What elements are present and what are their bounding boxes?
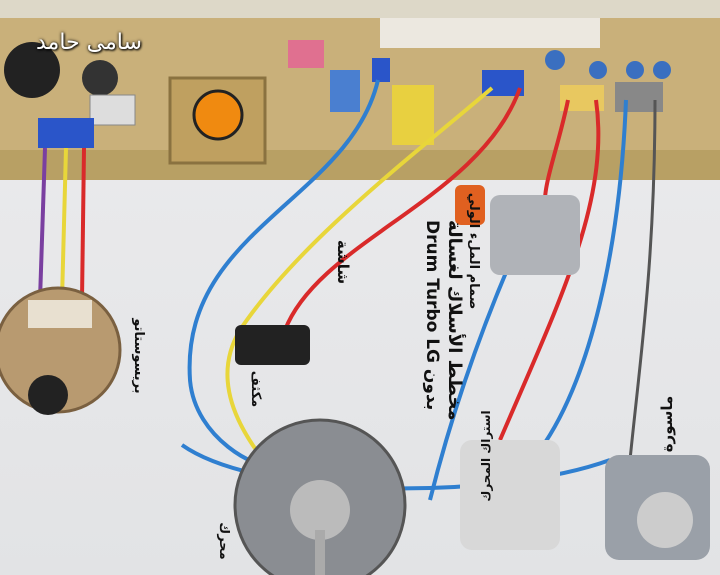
buzzer-2 — [82, 60, 118, 96]
board-frame — [0, 0, 720, 18]
wire-gray-pump — [628, 99, 657, 461]
blue-relay — [330, 70, 360, 112]
title-line-3: شاشة — [334, 239, 352, 285]
buzzer — [4, 42, 60, 98]
wire-blue-brake — [538, 99, 628, 452]
label-pressure-switch: بريسوستاتو — [131, 318, 146, 394]
wire-red-capacitor — [283, 87, 522, 331]
drain-pump-outlet — [637, 492, 693, 548]
motor-shaft — [315, 530, 325, 575]
blue-cap-2 — [589, 61, 607, 79]
blue-connector-left — [372, 58, 390, 82]
blue-cap-3 — [626, 61, 644, 79]
water-valve — [490, 195, 580, 275]
brake-lock — [460, 440, 560, 550]
wire-yellow-pressure — [60, 147, 68, 301]
blue-cap-4 — [653, 61, 671, 79]
pressure-switch-terminals — [28, 300, 92, 328]
watermark-text: سامى حامد — [36, 30, 142, 55]
blue-connector-pressure — [38, 118, 94, 148]
water-valve-inlet — [455, 185, 485, 225]
label-brake-lock: استراك المحرك — [479, 410, 493, 502]
label-capacitor: مكثف — [248, 370, 263, 408]
motor-hub — [290, 480, 350, 540]
wire-purple-pressure — [38, 147, 47, 301]
wire-blue-to-motor — [187, 79, 380, 468]
heat-sink — [89, 94, 136, 126]
wire-yellow-to-motor — [225, 86, 494, 464]
label-motor: محرك — [216, 522, 231, 560]
white-connector-strip — [380, 18, 600, 48]
blue-cap-1 — [545, 50, 565, 70]
pressure-switch-port — [28, 375, 68, 415]
board-shade — [0, 150, 720, 180]
yellow-capacitor — [392, 85, 434, 145]
transformer-plug — [192, 89, 244, 141]
title-line-2: Drum Turbo LG بدون — [422, 220, 442, 411]
label-water-valve: صمام الملء الولي — [466, 192, 481, 310]
capacitor — [235, 325, 310, 365]
wire-red-valve — [543, 99, 570, 201]
pink-connector — [288, 40, 324, 68]
wire-red-pressure — [80, 147, 86, 301]
label-drain-pump: ماسورة — [658, 395, 676, 453]
